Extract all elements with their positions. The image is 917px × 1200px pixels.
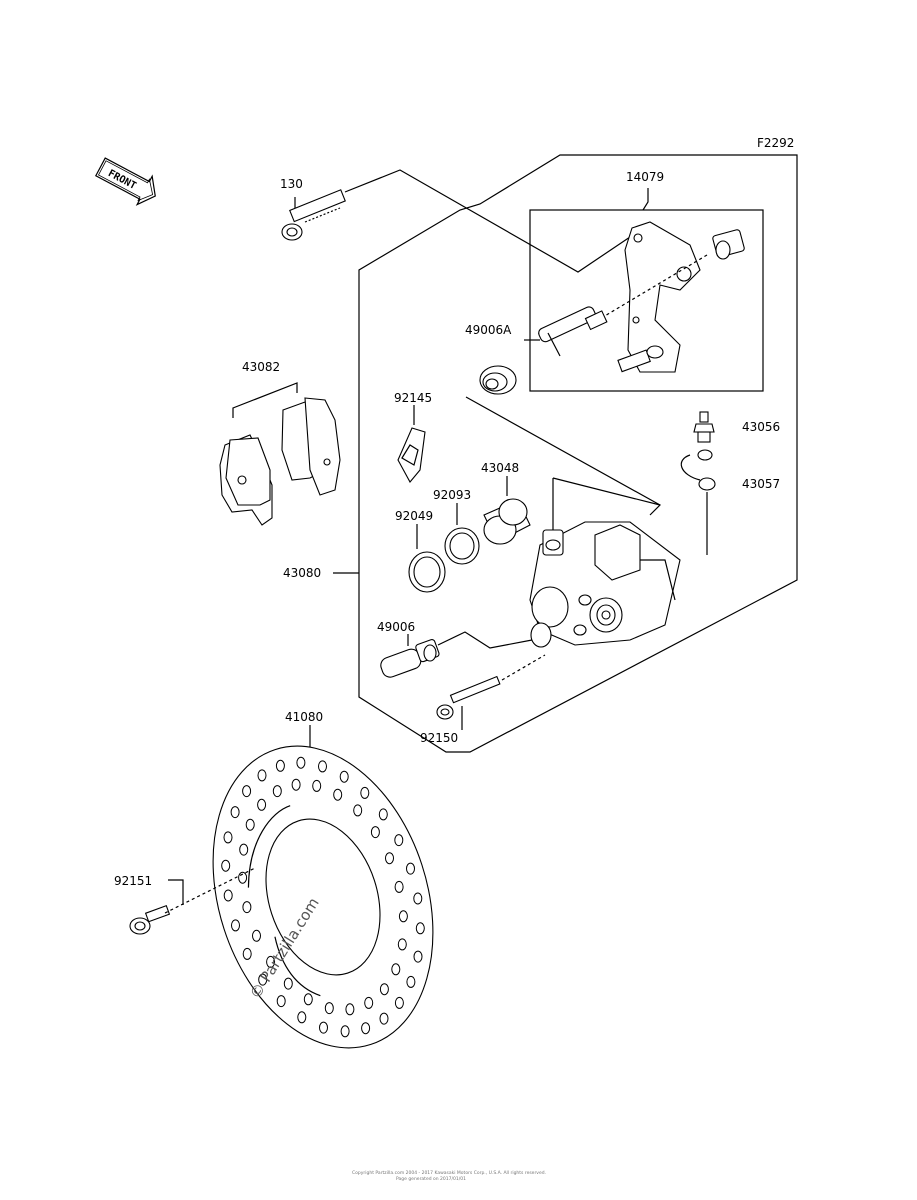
- seal-92093: [444, 527, 480, 565]
- bracket-assembly-box: [529, 209, 764, 392]
- leader-92151-dash: [164, 867, 256, 914]
- seal-92049: [408, 551, 446, 593]
- disc-hole: [406, 862, 415, 875]
- disc-hole: [245, 818, 255, 831]
- disc-hole: [223, 831, 233, 844]
- leader-92151: [168, 879, 184, 905]
- disc-hole: [324, 1002, 334, 1015]
- disc-hole: [291, 778, 301, 791]
- disc-hole: [379, 983, 389, 996]
- cap-43057: [680, 449, 716, 491]
- disc-hole: [339, 770, 349, 783]
- disc-hole: [360, 786, 370, 799]
- label-92049: 92049: [395, 509, 433, 523]
- front-arrow-icon: FRONT: [95, 157, 156, 206]
- disc-hole: [297, 1011, 307, 1024]
- disc-hole: [283, 977, 293, 990]
- leader-49006b: [437, 631, 533, 649]
- disc-hole: [385, 852, 394, 865]
- label-43056: 43056: [742, 420, 780, 434]
- disc-hole: [379, 1012, 389, 1025]
- brake-disc-41080: [212, 745, 434, 1049]
- disc-hole: [391, 963, 401, 976]
- disc-hole: [378, 808, 388, 821]
- leader-43082: [232, 382, 298, 418]
- label-92093: 92093: [433, 488, 471, 502]
- disc-hole: [397, 938, 407, 951]
- leader-130: [344, 169, 631, 273]
- bolt-130: [281, 189, 346, 241]
- disc-hole: [413, 892, 423, 905]
- label-14079: 14079: [626, 170, 664, 184]
- disc-hole: [398, 910, 408, 923]
- label-43082: 43082: [242, 360, 280, 374]
- caliper-assembly-outline: [358, 154, 798, 753]
- label-43048: 43048: [481, 461, 519, 475]
- figure-code: F2292: [757, 136, 794, 150]
- disc-hole: [415, 922, 425, 935]
- brake-pad-43082: [219, 397, 341, 526]
- disc-hole: [394, 880, 404, 893]
- label-49006: 49006: [377, 620, 415, 634]
- disc-hole: [276, 995, 286, 1008]
- disc-hole: [221, 859, 231, 872]
- label-92145: 92145: [394, 391, 432, 405]
- boot-rubber: [479, 365, 517, 395]
- caliper-body: [529, 477, 681, 648]
- bracket-14079: [597, 221, 745, 373]
- disc-hole: [318, 760, 327, 773]
- label-92151: 92151: [114, 874, 152, 888]
- disc-hole: [406, 975, 416, 988]
- spring-plate-92145: [397, 427, 426, 483]
- disc-hole: [345, 1003, 355, 1016]
- disc-holes: [221, 756, 425, 1038]
- disc-hole: [361, 1022, 371, 1035]
- pin-49006a: [538, 306, 608, 357]
- leader-92150-dash: [501, 654, 546, 681]
- footer-line1: Copyright Partzilla.com 2004 - 2017 Kawa…: [352, 1170, 546, 1176]
- bolt-92151: [129, 905, 171, 935]
- disc-hole: [242, 785, 252, 798]
- disc-hole: [394, 834, 404, 847]
- disc-hole: [266, 955, 276, 968]
- disc-hole: [312, 779, 322, 792]
- disc-hole: [394, 996, 404, 1009]
- disc-hole: [296, 756, 306, 769]
- disc-hole: [257, 798, 267, 811]
- disc-hole: [239, 843, 249, 856]
- disc-hole: [340, 1025, 350, 1038]
- disc-hole: [413, 950, 423, 963]
- pin-49006: [380, 638, 440, 678]
- bleed-valve-43056: [693, 411, 715, 443]
- disc-hole: [257, 769, 267, 782]
- disc-hole: [230, 806, 240, 819]
- disc-hole: [303, 993, 313, 1006]
- disc-hole: [333, 788, 343, 801]
- label-43057: 43057: [742, 477, 780, 491]
- disc-hole: [252, 929, 261, 942]
- disc-hole: [231, 919, 240, 932]
- leader-14079: [642, 188, 649, 211]
- bolt-92150: [436, 675, 501, 720]
- disc-hole: [272, 785, 282, 798]
- disc-hole: [275, 759, 285, 772]
- disc-hole: [353, 804, 363, 817]
- disc-hole: [319, 1021, 328, 1034]
- disc-hole: [242, 901, 252, 914]
- label-130: 130: [280, 177, 303, 191]
- disc-hole: [242, 947, 252, 960]
- disc-hole: [364, 996, 374, 1009]
- disc-hole: [370, 826, 380, 839]
- disc-hole: [258, 973, 268, 986]
- label-43080: 43080: [283, 566, 321, 580]
- label-49006a: 49006A: [465, 323, 512, 337]
- disc-hole: [223, 889, 233, 902]
- piston-43048: [483, 498, 531, 545]
- label-41080: 41080: [285, 710, 323, 724]
- label-92150: 92150: [420, 731, 458, 745]
- footer-line2: Page generated on 2017/01/01: [396, 1176, 466, 1182]
